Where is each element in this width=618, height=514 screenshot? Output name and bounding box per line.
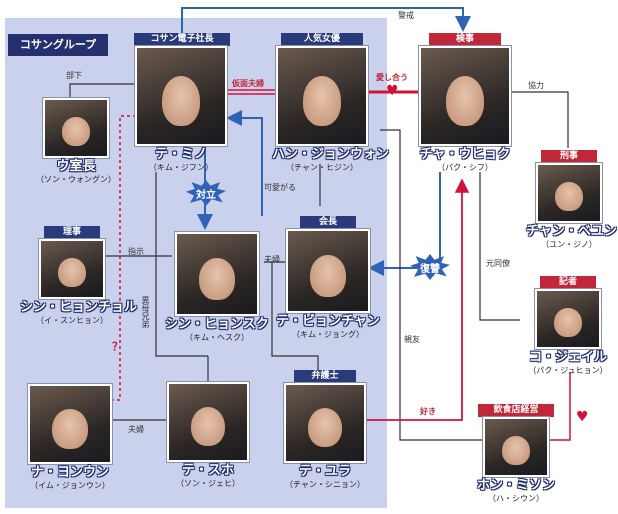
label-fufu1: 夫婦 bbox=[264, 255, 280, 264]
link-children bbox=[271, 262, 319, 372]
actor-name: （ユン・ジノ） bbox=[541, 240, 597, 249]
portrait-photo bbox=[483, 417, 549, 477]
person-name: ハン・ジョンウォン bbox=[272, 147, 390, 162]
person-hon-mison[interactable]: 飲食店経営 ホン・ミソン （ハ・シウン） bbox=[476, 404, 556, 504]
actor-name: （パク・ジュヒョン） bbox=[528, 366, 608, 375]
person-name: ホン・ミソン bbox=[476, 478, 555, 493]
person-ko-jeil[interactable]: 記者 コ・ジェイル （パク・ジュヒョン） bbox=[524, 276, 612, 376]
label-fufu2: 夫婦 bbox=[128, 425, 144, 434]
portrait-photo bbox=[28, 384, 112, 464]
person-shin-hyeonsuk[interactable]: シン・ヒョンスク （キム・ヘスク） bbox=[162, 232, 272, 343]
actor-name: （キム・ジフン） bbox=[148, 163, 214, 172]
person-name: チャン・ベユン bbox=[526, 224, 617, 239]
actor-name: （ソン・ウォングン） bbox=[36, 175, 116, 184]
label-buka: 部下 bbox=[66, 71, 82, 80]
label-question: ？ bbox=[112, 340, 123, 353]
person-te-suho[interactable]: テ・スホ （ソン・ジェヒ） bbox=[166, 382, 250, 489]
portrait-photo bbox=[286, 229, 370, 313]
portrait-photo bbox=[43, 98, 109, 158]
link-moto-doryo bbox=[479, 172, 520, 321]
link-kyoryoku bbox=[510, 91, 569, 148]
person-name: テ・ビョンチャン bbox=[276, 314, 380, 329]
label-kawaigaru: 可愛がる bbox=[264, 183, 296, 192]
role-badge: 会長 bbox=[300, 216, 356, 229]
person-name: ウ室長 bbox=[56, 159, 96, 174]
portrait-photo bbox=[284, 383, 366, 463]
person-cha-uhyeok[interactable]: 検事 チャ・ウヒョク （パク・シフ） bbox=[418, 33, 512, 173]
label-shiji: 指示 bbox=[128, 247, 144, 256]
link-suki bbox=[366, 178, 470, 421]
person-name: テ・スホ bbox=[181, 463, 234, 478]
role-badge: 検事 bbox=[429, 33, 501, 46]
actor-name: （ハ・シウン） bbox=[488, 494, 544, 503]
person-u-sitcho[interactable]: ウ室長 （ソン・ウォングン） bbox=[36, 98, 116, 185]
link-keikai bbox=[181, 7, 471, 34]
role-badge: コサン電子社長 bbox=[134, 33, 230, 46]
label-kamen-fufu: 仮面夫婦 bbox=[232, 79, 264, 88]
actor-name: （キム・ヘスク） bbox=[185, 333, 249, 342]
person-te-byeongchan[interactable]: 会長 テ・ビョンチャン （キム・ジョング） bbox=[276, 216, 380, 340]
role-badge: 弁護士 bbox=[294, 370, 356, 383]
label-moto-doryo: 元同僚 bbox=[486, 259, 510, 268]
person-name: テ・ミノ bbox=[154, 147, 207, 162]
link-buka bbox=[69, 83, 136, 98]
actor-name: （チャン・シニョン） bbox=[285, 480, 365, 489]
person-name: チャ・ウヒョク bbox=[419, 147, 511, 162]
person-name: シン・ヒョンチョル bbox=[20, 300, 138, 315]
portrait-photo bbox=[536, 163, 602, 223]
person-name: シン・ヒョンスク bbox=[165, 317, 269, 332]
role-badge: 理事 bbox=[44, 226, 100, 239]
link-question bbox=[108, 115, 136, 401]
label-ibokyodai: 異母兄弟 bbox=[141, 296, 150, 328]
label-kyoryoku: 協力 bbox=[528, 81, 544, 90]
portrait-photo bbox=[167, 382, 249, 462]
role-badge: 刑事 bbox=[541, 150, 597, 163]
portrait-photo bbox=[175, 232, 259, 316]
label-keikai: 警戒 bbox=[398, 11, 414, 20]
role-badge: 飲食店経営 bbox=[478, 404, 554, 417]
label-shinyu: 親友 bbox=[404, 335, 420, 344]
person-te-yura[interactable]: 弁護士 テ・ユラ （チャン・シニョン） bbox=[280, 370, 370, 490]
actor-name: （チャン・ヒジン） bbox=[286, 163, 358, 172]
person-te-mino[interactable]: コサン電子社長 テ・ミノ （キム・ジフン） bbox=[134, 33, 230, 173]
actor-name: （イム・ジョンウン） bbox=[30, 481, 110, 490]
person-shin-hyeonchol[interactable]: 理事 シン・ヒョンチョル （イ・スンヒョン） bbox=[20, 226, 138, 326]
portrait-photo bbox=[535, 289, 601, 349]
person-chan-beon[interactable]: 刑事 チャン・ベユン （ユン・ジノ） bbox=[526, 150, 617, 250]
actor-name: （ソン・ジェヒ） bbox=[176, 479, 240, 488]
actor-name: （パク・シフ） bbox=[437, 163, 493, 172]
link-kawaigaru bbox=[226, 110, 263, 216]
actor-name: （キム・ジョング） bbox=[292, 330, 364, 339]
role-badge: 記者 bbox=[540, 276, 596, 289]
role-badge: 人気女優 bbox=[281, 33, 363, 46]
person-name: ナ・ヨンウン bbox=[30, 465, 109, 480]
portrait-photo bbox=[39, 239, 105, 299]
link-ko-hon bbox=[548, 372, 571, 441]
person-name: テ・ユラ bbox=[298, 464, 351, 479]
heart-icon: ♥ bbox=[386, 83, 399, 99]
label-suki: 好き bbox=[420, 407, 436, 416]
person-han-jeongwon[interactable]: 人気女優 ハン・ジョンウォン （チャン・ヒジン） bbox=[272, 33, 390, 173]
kosan-group-label: コサングループ bbox=[8, 34, 108, 56]
actor-name: （イ・スンヒョン） bbox=[36, 316, 108, 325]
link-shinyu bbox=[380, 129, 484, 441]
portrait-photo bbox=[135, 46, 227, 146]
portrait-photo bbox=[276, 46, 368, 146]
label-aishiau: 愛し合う bbox=[376, 73, 408, 82]
heart-icon-2: ♥ bbox=[576, 409, 589, 425]
person-na-yeonun[interactable]: ナ・ヨンウン （イム・ジョンウン） bbox=[24, 384, 116, 491]
portrait-photo bbox=[419, 46, 511, 146]
link-ibokyodai bbox=[155, 172, 208, 357]
person-name: コ・ジェイル bbox=[528, 350, 607, 365]
link-fukushu bbox=[368, 172, 441, 276]
